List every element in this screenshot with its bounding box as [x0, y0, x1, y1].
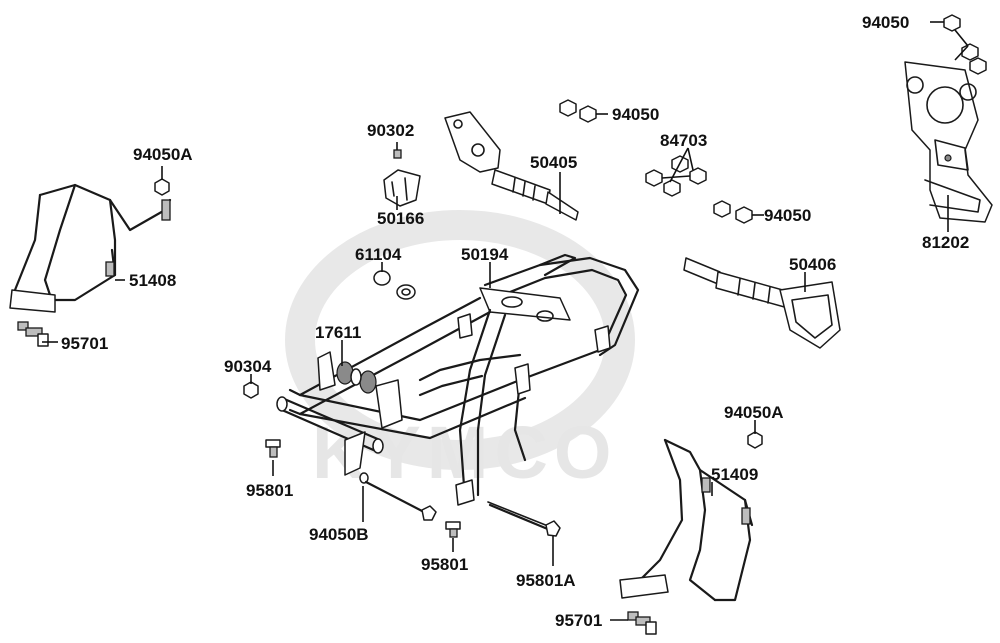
bolt-95701-right	[627, 611, 657, 635]
label-95801-mid: 95801	[421, 555, 468, 574]
label-84703: 84703	[660, 131, 707, 150]
bolt-95801-mid	[445, 521, 461, 538]
label-95701-right: 95701	[555, 611, 602, 630]
bolt-94050B	[359, 472, 437, 521]
part-61104-rubber	[373, 270, 416, 300]
part-81202-bracket	[904, 61, 993, 223]
label-51409: 51409	[711, 465, 758, 484]
part-50406-footrest	[683, 257, 841, 349]
bolt-95801-left	[265, 439, 281, 458]
part-51409-side-bracket	[619, 438, 754, 602]
label-90304: 90304	[224, 357, 272, 376]
label-94050-mid: 94050	[612, 105, 659, 124]
label-17611: 17611	[315, 323, 361, 342]
nut-94050A-right	[747, 431, 763, 449]
nut-90304	[243, 381, 259, 399]
nut-94050-top	[930, 14, 987, 75]
label-51408: 51408	[129, 271, 176, 290]
label-50194: 50194	[461, 245, 509, 264]
part-17611-bushings	[336, 361, 377, 394]
label-61104: 61104	[355, 245, 402, 264]
part-51408-side-bracket	[9, 183, 172, 313]
label-94050A-right: 94050A	[724, 403, 784, 422]
label-94050A-left: 94050A	[133, 145, 193, 164]
label-90302: 90302	[367, 121, 414, 140]
label-94050-top: 94050	[862, 13, 909, 32]
nut-cluster-84703	[645, 147, 707, 197]
nut-94050-mid	[559, 99, 597, 123]
label-94050B: 94050B	[309, 525, 369, 544]
part-50405-footrest	[444, 111, 579, 221]
label-50406: 50406	[789, 255, 836, 274]
nut-94050-right	[713, 200, 753, 224]
label-50166: 50166	[377, 209, 424, 228]
label-95801A: 95801A	[516, 571, 576, 590]
label-95701-left: 95701	[61, 334, 108, 353]
label-94050-right: 94050	[764, 206, 811, 225]
label-95801-left: 95801	[246, 481, 293, 500]
part-50166-bracket	[383, 169, 421, 207]
label-50405: 50405	[530, 153, 577, 172]
nut-94050A-left	[154, 178, 170, 196]
label-81202: 81202	[922, 233, 969, 252]
leader-lines	[42, 113, 949, 621]
part-labels: 94050 81202 94050 84703 94050 50405 9030…	[61, 13, 969, 630]
bolt-90302	[393, 142, 402, 159]
bolt-95801A	[487, 501, 561, 537]
bolt-95701-left	[17, 321, 49, 347]
